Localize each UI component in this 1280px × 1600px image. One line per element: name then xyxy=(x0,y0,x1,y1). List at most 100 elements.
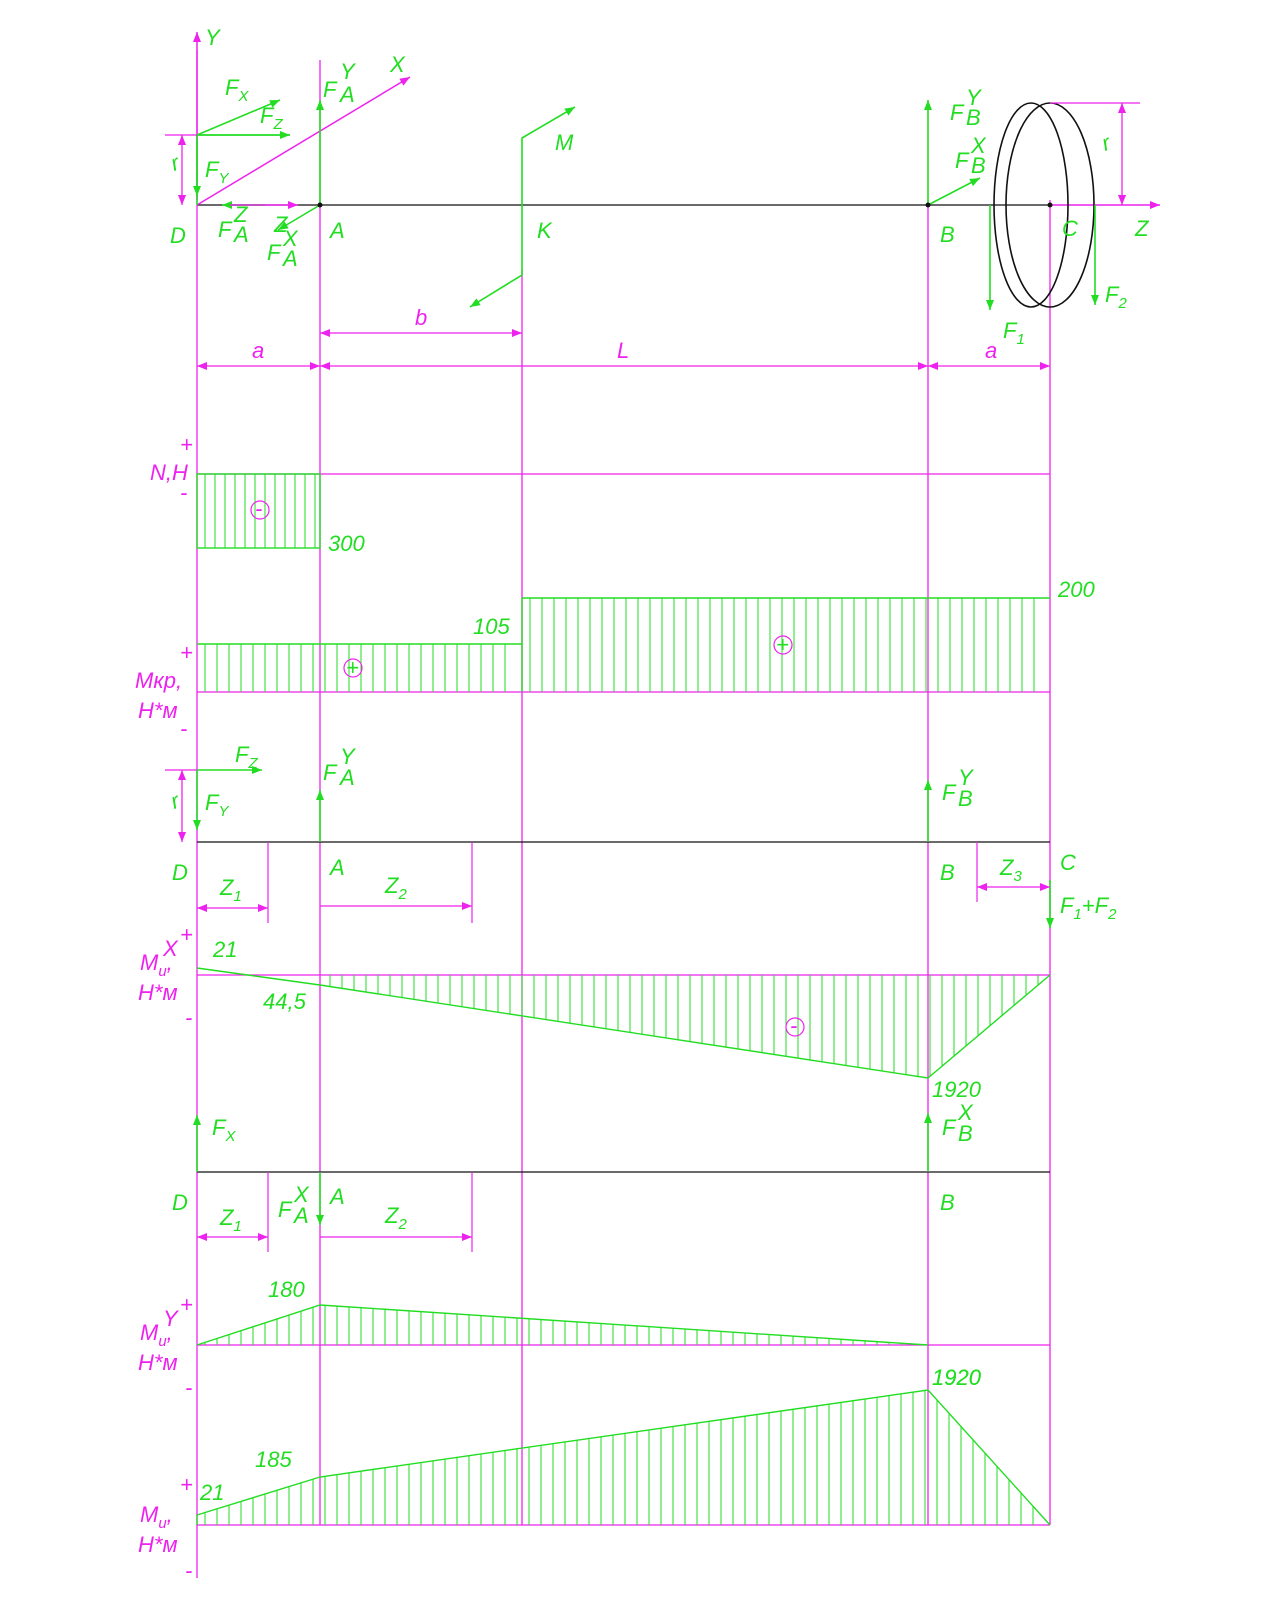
normal-force-diagram: - + N,H - 300 xyxy=(150,432,1050,556)
z-axis-label: Z xyxy=(1134,216,1150,241)
fy-label: FY xyxy=(205,157,229,187)
svg-text:Y: Y xyxy=(340,59,356,84)
svg-text:A: A xyxy=(281,246,298,271)
bending-moment-x-diagram: - + Mи, X H*м - 21 44,5 1920 xyxy=(138,922,1051,1102)
svg-text:FX: FX xyxy=(212,1115,236,1145)
svg-text:Z1: Z1 xyxy=(219,1205,242,1235)
svg-text:Mи,: Mи, xyxy=(140,1502,173,1532)
svg-text:A: A xyxy=(328,1184,345,1209)
svg-text:Mи,: Mи, xyxy=(140,950,173,980)
f1f2-label: F1+F2 xyxy=(1060,893,1117,923)
point-a-label: A xyxy=(328,218,345,243)
mkr-value-200: 200 xyxy=(1057,577,1095,602)
f2-label: F2 xyxy=(1105,282,1127,312)
svg-text:D: D xyxy=(172,860,188,885)
svg-text:Z2: Z2 xyxy=(384,1203,407,1233)
svg-text:A: A xyxy=(338,765,355,790)
z-small-label: Z xyxy=(273,212,289,237)
mx-value-21: 21 xyxy=(212,937,237,962)
point-b-label: B xyxy=(940,222,955,247)
n-label: N,H xyxy=(150,460,188,485)
dim-a-left-label: a xyxy=(252,338,264,363)
mkr-sign-circle-1 xyxy=(343,658,363,678)
svg-text:X: X xyxy=(293,1182,310,1207)
pulley-r-label: r xyxy=(1098,129,1115,156)
svg-text:B: B xyxy=(958,1121,973,1146)
svg-text:A: A xyxy=(232,222,249,247)
svg-text:B: B xyxy=(971,153,986,178)
svg-text:+: + xyxy=(180,1472,193,1497)
my-value-1920: 1920 xyxy=(932,1365,982,1390)
fa-y-label: F xyxy=(323,77,338,102)
bending-moment-y-diagram: + Mи, Y H*м - 180 1920 xyxy=(138,1277,1050,1400)
svg-text:H*м: H*м xyxy=(138,1532,178,1557)
resultant-bending-moment-diagram: + Mи, H*м - 21 185 1920 1920 xyxy=(138,1365,1051,1583)
mkr-sign-circle-2 xyxy=(773,635,793,655)
dim-b-label: b xyxy=(415,305,427,330)
svg-text:-: - xyxy=(255,496,262,521)
svg-text:H*м: H*м xyxy=(138,980,178,1005)
svg-text:Z1: Z1 xyxy=(219,875,242,905)
point-d-label: D xyxy=(170,223,186,248)
point-c-label: C xyxy=(1062,216,1078,241)
pulley-back xyxy=(993,102,1069,308)
xz-plane-scheme: FX F X B F X A D A B Z1 Z2 xyxy=(172,1100,1050,1252)
mkr-label: Mкр, xyxy=(135,668,182,693)
mi-curve xyxy=(196,1389,1051,1526)
svg-text:H*м: H*м xyxy=(138,1350,178,1375)
mx-value-44-5: 44,5 xyxy=(263,989,307,1014)
vertical-section-lines xyxy=(196,50,1051,1578)
svg-text:+: + xyxy=(180,1292,193,1317)
n-value: 300 xyxy=(328,531,365,556)
fb-x-arrow xyxy=(927,177,981,206)
svg-text:A: A xyxy=(292,1203,309,1228)
n-minus: - xyxy=(180,480,187,505)
svg-text:A: A xyxy=(328,855,345,880)
svg-text:Y: Y xyxy=(163,1306,179,1331)
torque-m-bottom xyxy=(469,205,523,308)
x-axis xyxy=(196,76,411,206)
mi-value-21: 21 xyxy=(199,1480,224,1505)
svg-text:FY: FY xyxy=(205,790,229,820)
svg-text:+: + xyxy=(776,632,789,657)
svg-text:-: - xyxy=(185,1005,192,1030)
x-axis-label: X xyxy=(389,52,406,77)
m-label: M xyxy=(555,130,574,155)
svg-text:Y: Y xyxy=(340,744,356,769)
fx-arrow xyxy=(196,99,281,136)
svg-text:F: F xyxy=(942,780,957,805)
mkr-plus: + xyxy=(180,640,193,665)
dim-L-label: L xyxy=(617,338,629,363)
dim-a-right-label: a xyxy=(985,338,997,363)
svg-text:+: + xyxy=(346,655,359,680)
svg-text:Z: Z xyxy=(233,202,249,227)
n-plus: + xyxy=(180,432,193,457)
my-value-180: 180 xyxy=(268,1277,305,1302)
fb-y-label: F xyxy=(950,100,965,125)
n-sign-circle xyxy=(250,500,270,520)
svg-text:Y: Y xyxy=(958,765,974,790)
svg-text:X: X xyxy=(957,1100,974,1125)
svg-text:Z2: Z2 xyxy=(384,873,407,903)
scheme-labels: Y X Z M FX FZ FY r F Y A F Z A Z F X A F… xyxy=(167,25,1150,363)
svg-text:B: B xyxy=(940,1190,955,1215)
fa-x-arrow xyxy=(277,204,321,231)
svg-text:+: + xyxy=(180,922,193,947)
svg-text:X: X xyxy=(162,936,179,961)
mx-sign-circle xyxy=(785,1017,805,1037)
svg-text:-: - xyxy=(185,1558,192,1583)
svg-text:Z3: Z3 xyxy=(999,855,1022,885)
svg-text:Y: Y xyxy=(966,85,982,110)
mi-value-1920-label: 1920 xyxy=(932,1365,982,1390)
shaft-scheme xyxy=(165,32,1160,370)
fz-label: FZ xyxy=(260,103,283,133)
torque-m-top xyxy=(521,106,576,205)
svg-text:X: X xyxy=(970,133,987,158)
fb-x-label: F xyxy=(955,148,970,173)
n-region xyxy=(196,473,321,549)
fx-label: FX xyxy=(225,75,249,105)
svg-text:-: - xyxy=(790,1013,797,1038)
svg-text:A: A xyxy=(338,82,355,107)
svg-text:B: B xyxy=(966,105,981,130)
f1-label: F1 xyxy=(1003,318,1025,348)
